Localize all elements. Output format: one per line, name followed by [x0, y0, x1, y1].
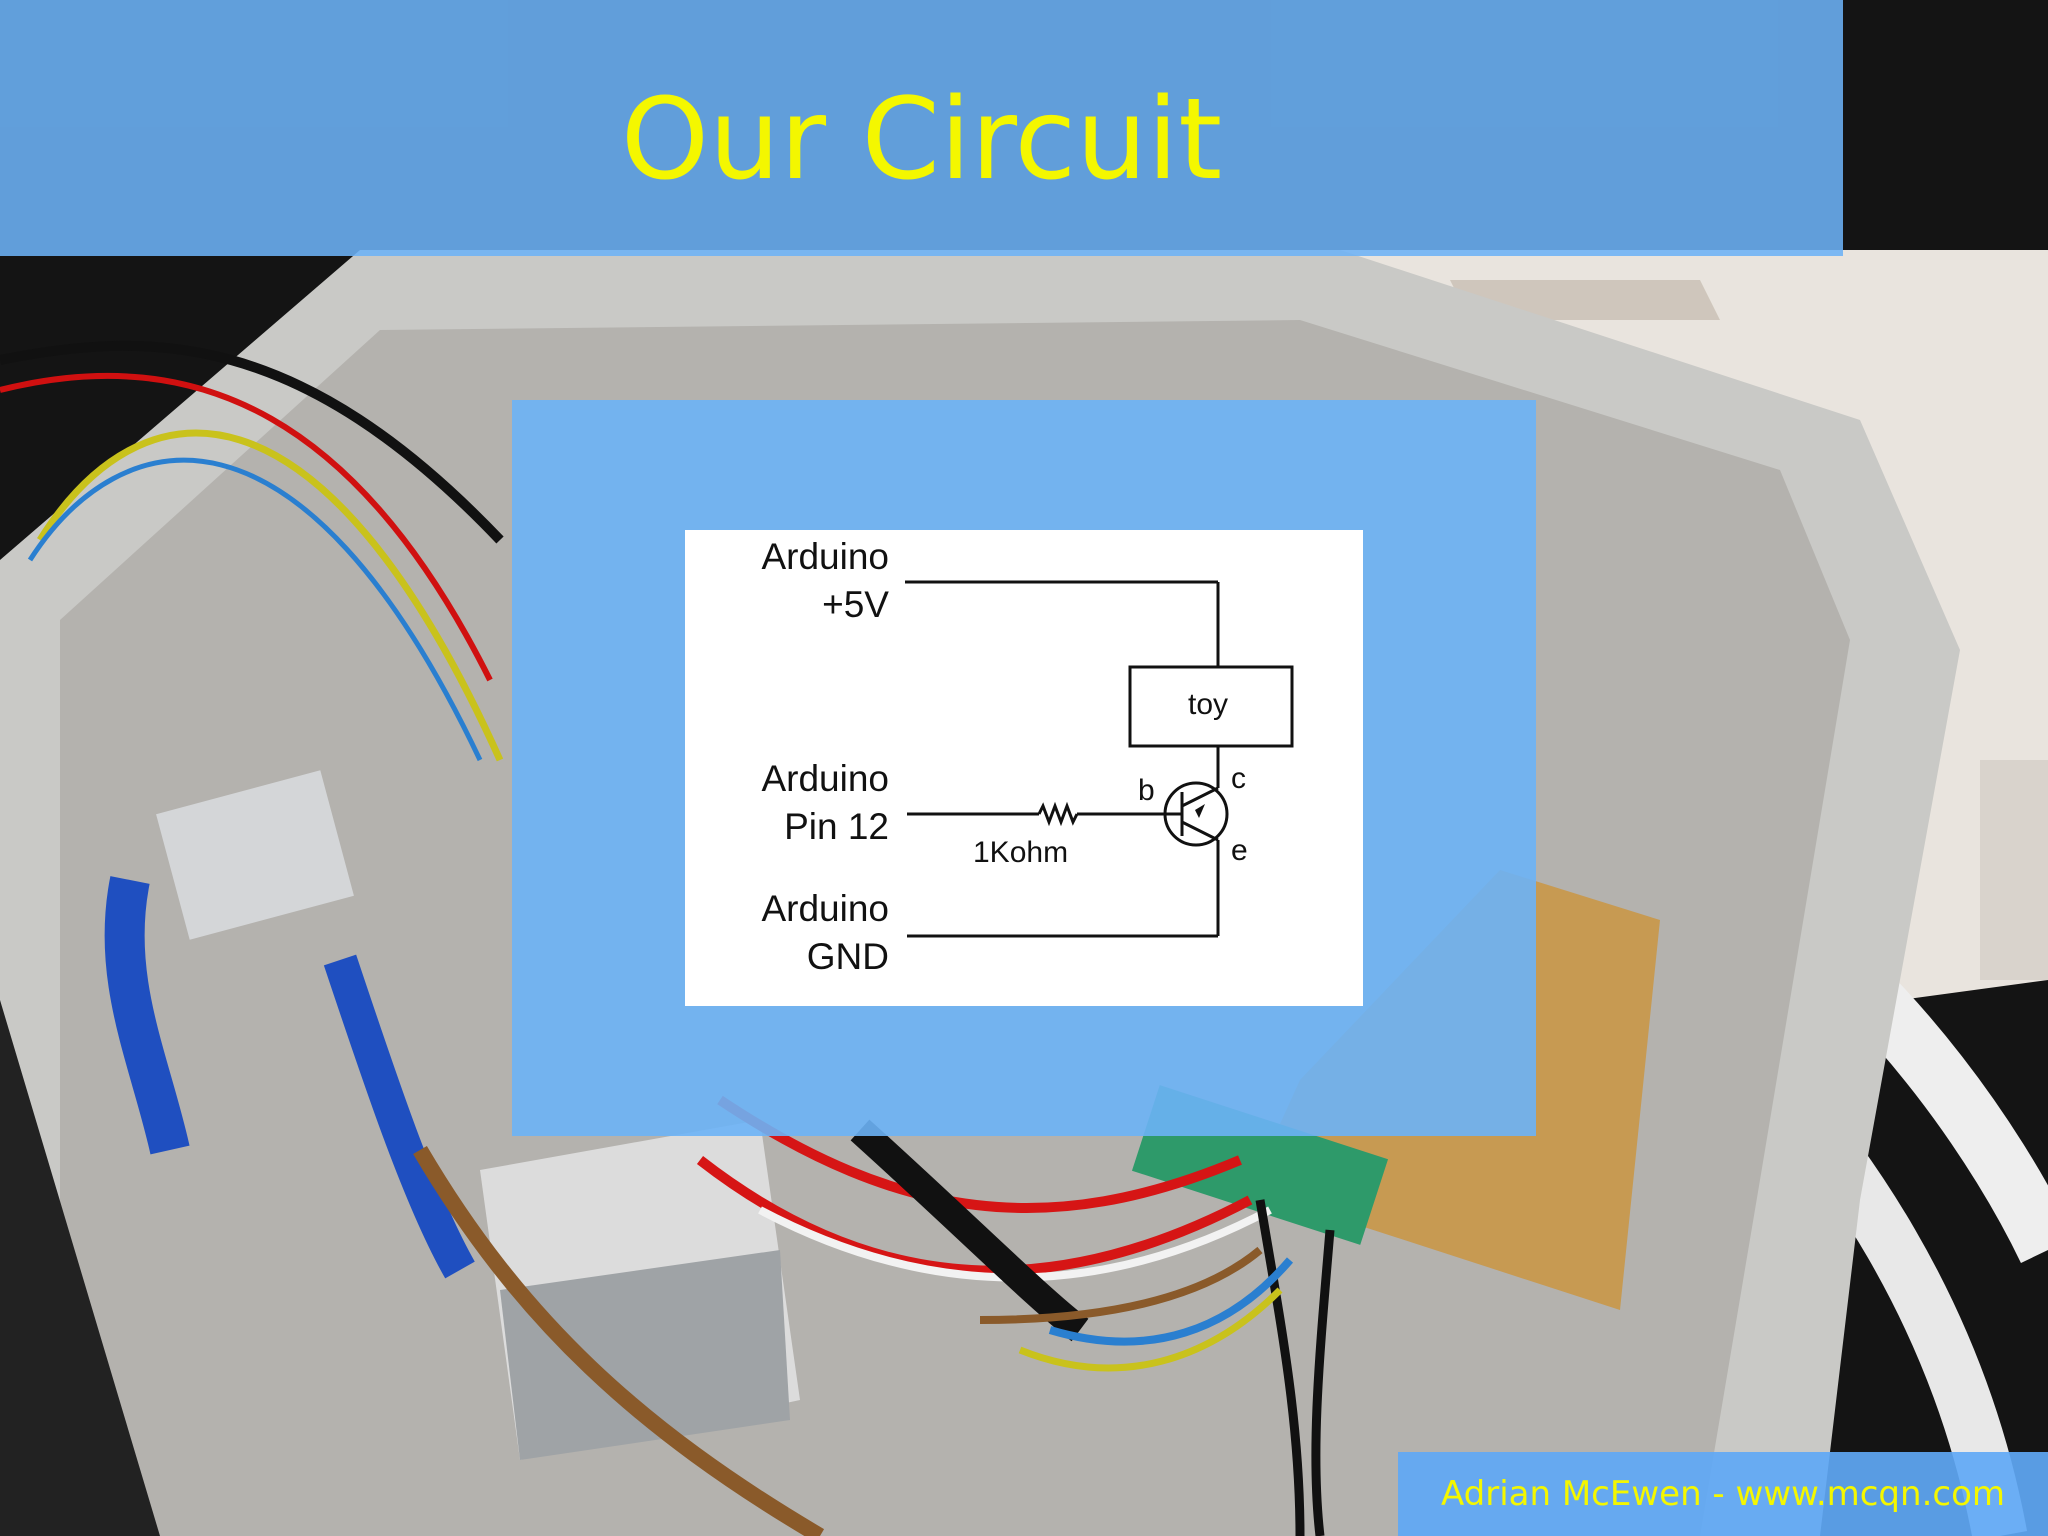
diagram-panel: Arduino +5V Arduino Pin 12 Arduino GND t… [512, 400, 1536, 1136]
toy-box [1128, 665, 1294, 748]
pin-label-line2: Pin 12 [784, 806, 889, 847]
footer-credit: Adrian McEwen - www.mcqn.com [1440, 1474, 2005, 1514]
resistor-label: 1Kohm [973, 836, 1069, 869]
transistor-collector-lead [1181, 786, 1219, 808]
title-banner: Our Circuit [0, 0, 1843, 256]
resistor-symbol [1037, 801, 1079, 827]
footer-box: Adrian McEwen - www.mcqn.com [1398, 1452, 2048, 1536]
slide-title: Our Circuit [620, 75, 1223, 205]
emitter-label: e [1231, 834, 1248, 867]
supply-label-line2: +5V [822, 584, 889, 625]
emitter-arrow [1195, 804, 1205, 818]
ground-label-line1: Arduino [761, 888, 889, 929]
supply-label-line1: Arduino [761, 536, 889, 577]
base-label: b [1138, 774, 1155, 807]
schematic-drawing [905, 580, 1294, 938]
transistor-emitter-lead [1181, 820, 1219, 842]
collector-label: c [1231, 762, 1246, 795]
toy-label: toy [1188, 688, 1229, 721]
ground-label-line2: GND [806, 936, 889, 977]
circuit-schematic: Arduino +5V Arduino Pin 12 Arduino GND t… [685, 530, 1363, 1006]
pin-label-line1: Arduino [761, 758, 889, 799]
